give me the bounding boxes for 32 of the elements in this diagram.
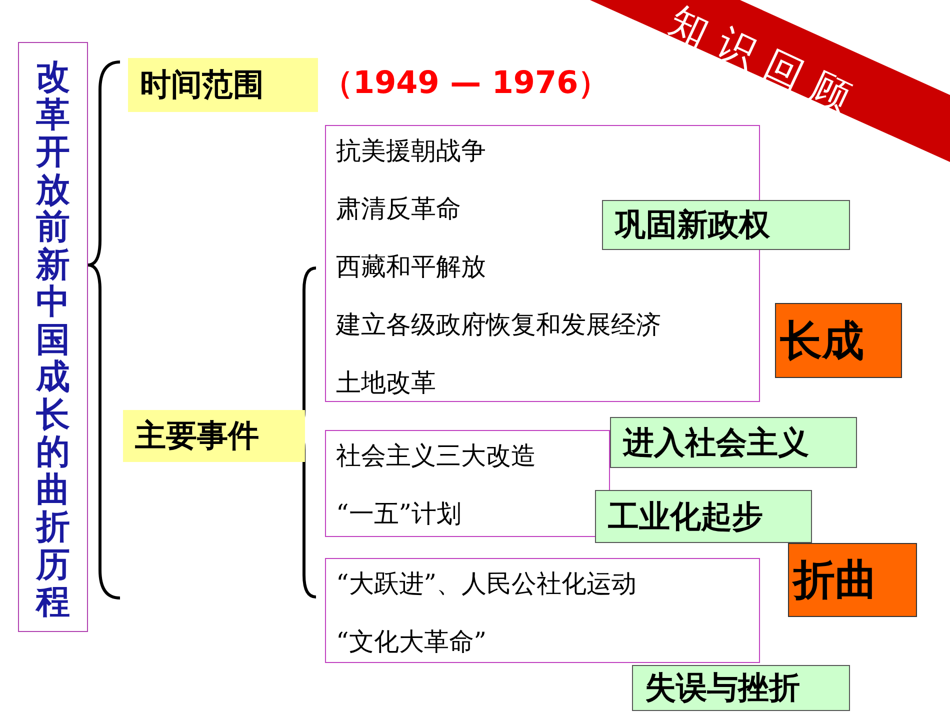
heading-text: 进入社会主义 xyxy=(623,424,809,462)
heading-text: 巩固新政权 xyxy=(615,206,770,245)
date-range-text: （1949 — 1976） xyxy=(322,64,610,103)
event-text: 土地改革 xyxy=(336,367,436,399)
vertical-title: 改革开放前新中国成长的曲折历程 xyxy=(35,59,71,622)
event-text: “文化大革命” xyxy=(336,626,487,658)
result-box xyxy=(595,490,812,543)
event-text: “一五”计划 xyxy=(336,498,462,530)
event-text: 抗美援朝战争 xyxy=(336,135,486,167)
stage-box xyxy=(775,303,902,378)
stage-text: 长成 xyxy=(780,314,864,366)
banner-text: 知识回顾 xyxy=(663,0,870,126)
stage-text: 折曲 xyxy=(793,554,877,606)
banner-ribbon xyxy=(590,0,950,165)
result-box xyxy=(602,200,850,250)
result-box xyxy=(610,417,857,468)
stage-box xyxy=(788,543,917,617)
event-list-box xyxy=(325,558,760,663)
result-box xyxy=(632,665,850,711)
category-box xyxy=(128,58,318,112)
title-box xyxy=(18,42,88,632)
heading-text: 时间范围 xyxy=(140,66,264,105)
heading-text: 主要事件 xyxy=(135,417,259,456)
heading-text: 失误与挫折 xyxy=(645,669,800,708)
category-box xyxy=(123,410,305,462)
event-list-box xyxy=(325,430,610,537)
event-text: “大跃进”、人民公社化运动 xyxy=(336,568,637,600)
heading-text: 工业化起步 xyxy=(608,498,763,536)
event-text: 西藏和平解放 xyxy=(336,251,486,283)
event-text: 肃清反革命 xyxy=(336,193,461,225)
event-text: 社会主义三大改造 xyxy=(336,440,536,472)
event-text: 建立各级政府恢复和发展经济 xyxy=(336,309,661,341)
